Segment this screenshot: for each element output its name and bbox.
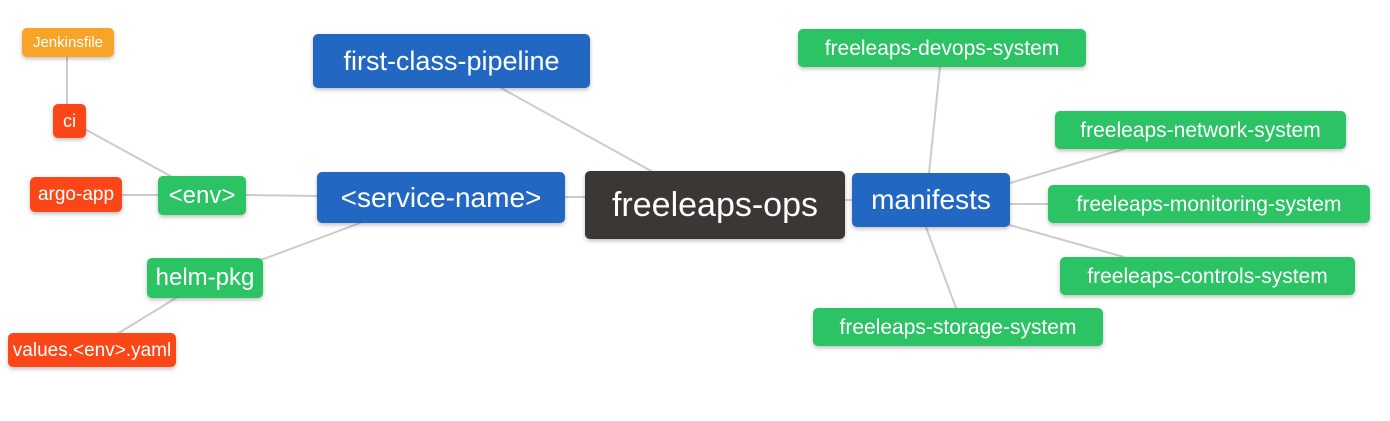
node-jenkinsfile[interactable]: Jenkinsfile [22, 28, 114, 57]
node-first-class-pipeline[interactable]: first-class-pipeline [313, 34, 590, 88]
edge-service-name--helm-pkg [260, 222, 361, 261]
node-freeleaps-controls-system[interactable]: freeleaps-controls-system [1060, 257, 1355, 295]
edge-ci--env [82, 127, 175, 179]
node-freeleaps-devops-system[interactable]: freeleaps-devops-system [798, 29, 1086, 67]
edge-manifests--freeleaps-network-system [1009, 148, 1125, 184]
node-freeleaps-monitoring-system[interactable]: freeleaps-monitoring-system [1048, 185, 1370, 223]
edge-first-class-pipeline--freeleaps-ops [500, 87, 654, 173]
edge-helm-pkg--values-env-yaml [116, 297, 177, 335]
node-helm-pkg[interactable]: helm-pkg [147, 258, 263, 298]
edge-manifests--freeleaps-controls-system [1005, 223, 1125, 258]
node-manifests[interactable]: manifests [852, 173, 1010, 227]
node-freeleaps-network-system[interactable]: freeleaps-network-system [1055, 111, 1346, 149]
node-env[interactable]: <env> [158, 176, 246, 215]
edge-manifests--freeleaps-devops-system [928, 66, 941, 174]
node-service-name[interactable]: <service-name> [317, 172, 565, 223]
node-freeleaps-storage-system[interactable]: freeleaps-storage-system [813, 308, 1103, 346]
edge-env--service-name [245, 194, 318, 197]
edge-manifests--freeleaps-storage-system [925, 226, 957, 309]
node-freeleaps-ops[interactable]: freeleaps-ops [585, 171, 845, 239]
node-values-env-yaml[interactable]: values.<env>.yaml [8, 333, 176, 367]
node-argo-app[interactable]: argo-app [30, 177, 122, 212]
node-ci[interactable]: ci [53, 104, 86, 138]
